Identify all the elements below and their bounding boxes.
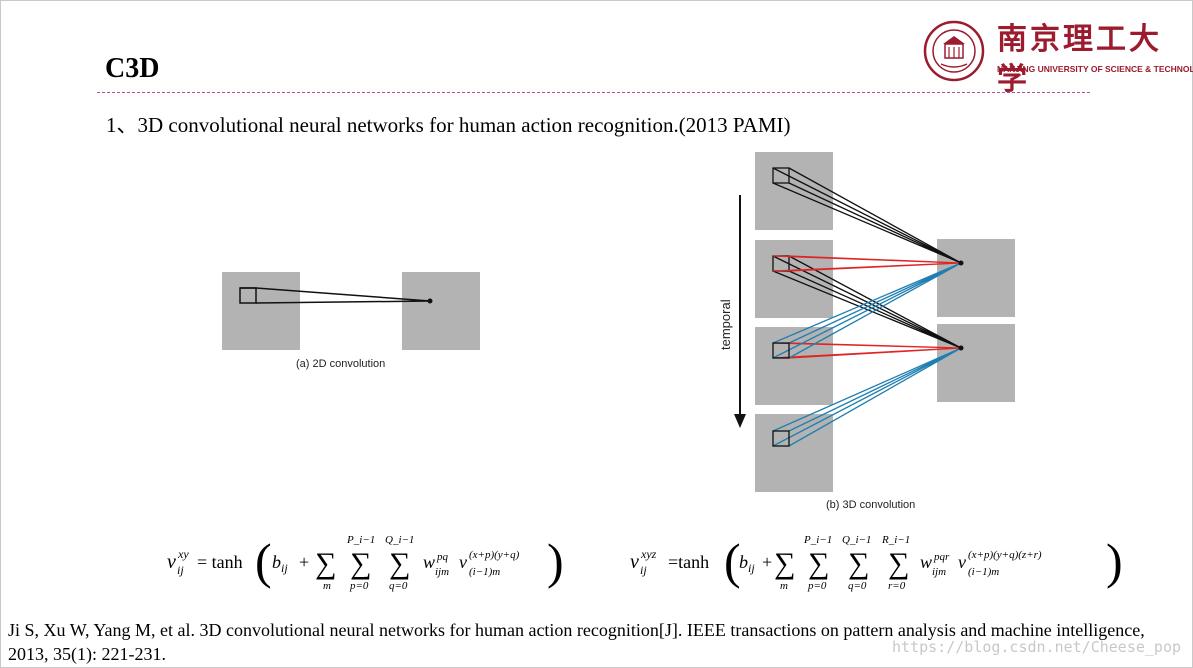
output-map-2d: [402, 272, 480, 350]
slide-subtitle: 1、3D convolutional neural networks for h…: [106, 113, 791, 137]
svg-text:q=0: q=0: [848, 580, 867, 592]
svg-text:= tanh: = tanh: [197, 552, 243, 572]
svg-text:Q_i−1: Q_i−1: [385, 534, 414, 546]
diagram-2d-convolution: (a) 2D convolution: [222, 272, 480, 370]
svg-text:p=0: p=0: [807, 580, 827, 592]
svg-text:∑: ∑: [389, 547, 410, 580]
output-map-3d-2: [937, 324, 1015, 402]
caption-3d: (b) 3D convolution: [826, 499, 915, 511]
diagram-3d-convolution: temporal (b) 3D convolution: [718, 152, 1015, 511]
svg-text:+: +: [762, 552, 772, 572]
temporal-label: temporal: [718, 299, 733, 350]
input-frame-3: [755, 327, 833, 405]
university-name-cn: 南京理工大学: [997, 22, 1162, 97]
svg-text:ij: ij: [640, 563, 647, 577]
svg-text:): ): [547, 533, 564, 589]
svg-text:+: +: [299, 552, 309, 572]
svg-text:∑: ∑: [888, 547, 909, 580]
svg-text:ij: ij: [748, 561, 755, 575]
svg-text:b: b: [739, 552, 748, 572]
svg-text:(x+p)(y+q): (x+p)(y+q): [469, 549, 520, 561]
svg-text:b: b: [272, 552, 281, 572]
svg-text:Q_i−1: Q_i−1: [842, 534, 871, 546]
input-frame-4: [755, 414, 833, 492]
svg-text:P_i−1: P_i−1: [803, 534, 832, 546]
svg-text:∑: ∑: [774, 547, 795, 580]
formula-2d: v xy ij = tanh ( b ij + ∑ m ∑ P_i−1 p=0 …: [165, 528, 565, 598]
svg-text:ijm: ijm: [932, 566, 946, 578]
svg-text:∑: ∑: [350, 547, 371, 580]
formula-3d: v xyz ij =tanh ( b ij + ∑ m ∑ P_i−1 p=0 …: [628, 528, 1128, 598]
svg-text:v: v: [958, 552, 966, 572]
svg-text:p=0: p=0: [349, 580, 369, 592]
svg-text:(: (: [724, 533, 741, 589]
svg-text:m: m: [323, 580, 331, 592]
svg-text:∑: ∑: [315, 547, 336, 580]
svg-text:xyz: xyz: [640, 547, 657, 561]
caption-2d: (a) 2D convolution: [296, 358, 385, 370]
output-unit-2d: [427, 298, 433, 304]
svg-text:(i−1)m: (i−1)m: [469, 566, 500, 578]
university-logo: 南京理工大学 NANJING UNIVERSITY OF SCIENCE & T…: [923, 20, 1193, 97]
input-frame-1: [755, 152, 833, 230]
arrow-head-icon: [734, 414, 746, 428]
svg-text:v: v: [459, 552, 467, 572]
svg-text:w: w: [920, 552, 932, 572]
svg-text:xy: xy: [177, 547, 189, 561]
svg-text:P_i−1: P_i−1: [346, 534, 375, 546]
svg-text:): ): [1106, 533, 1123, 589]
university-seal-icon: [923, 20, 985, 82]
svg-text:q=0: q=0: [389, 580, 408, 592]
svg-text:(x+p)(y+q)(z+r): (x+p)(y+q)(z+r): [968, 549, 1042, 561]
input-map-2d: [222, 272, 300, 350]
svg-text:m: m: [780, 580, 788, 592]
svg-text:R_i−1: R_i−1: [881, 534, 910, 546]
slide-title: C3D: [105, 53, 160, 84]
csdn-watermark: https://blog.csdn.net/Cheese_pop: [892, 638, 1181, 656]
svg-text:r=0: r=0: [888, 580, 906, 592]
svg-text:∑: ∑: [848, 547, 869, 580]
paper-reference: Ji S, Xu W, Yang M, et al. 3D convolutio…: [8, 620, 1145, 664]
svg-text:∑: ∑: [808, 547, 829, 580]
formula-3d-lhs: v: [630, 551, 639, 573]
formula-2d-lhs: v: [167, 551, 176, 573]
svg-text:ij: ij: [281, 561, 288, 575]
svg-text:w: w: [423, 552, 435, 572]
svg-text:pq: pq: [436, 551, 449, 563]
svg-text:(i−1)m: (i−1)m: [968, 566, 999, 578]
university-name-en: NANJING UNIVERSITY OF SCIENCE & TECHNOLO…: [997, 64, 1193, 74]
svg-text:pqr: pqr: [933, 551, 950, 563]
svg-text:ijm: ijm: [435, 566, 449, 578]
svg-text:=tanh: =tanh: [668, 552, 709, 572]
svg-text:(: (: [255, 533, 272, 589]
title-divider: [97, 92, 1090, 93]
output-map-3d-1: [937, 239, 1015, 317]
svg-text:ij: ij: [177, 563, 184, 577]
